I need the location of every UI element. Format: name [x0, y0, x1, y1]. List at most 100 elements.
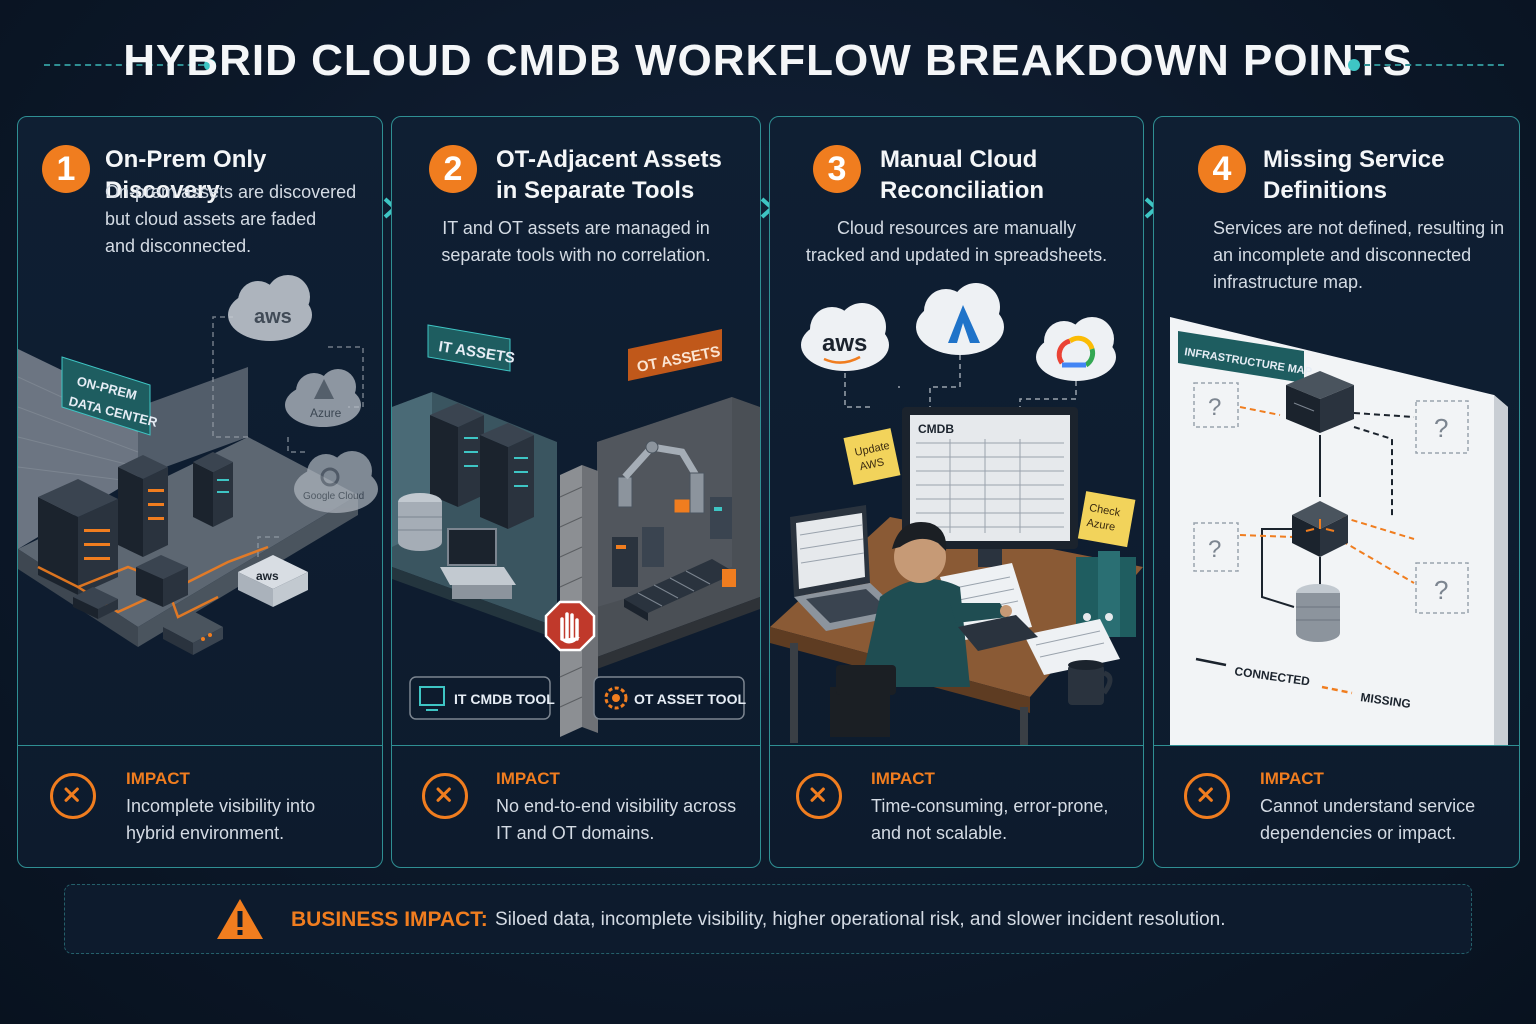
error-x-icon [50, 773, 96, 819]
device-aws-label: aws [256, 569, 279, 583]
sticky-note-line: Azure [1086, 517, 1116, 534]
google-cloud-label: Google Cloud [303, 491, 364, 502]
sticky-note-line: AWS [859, 456, 886, 473]
description-line: an incomplete and disconnected [1213, 245, 1472, 265]
aws-cloud-label: aws [254, 306, 292, 328]
ot-asset-tool-badge: OT ASSET TOOL [593, 676, 746, 720]
server-node-icon [1286, 371, 1354, 433]
panel-description: On-prem assets are discovered but cloud … [105, 179, 356, 260]
impact-line: Incomplete visibility into [126, 796, 316, 816]
azure-cloud-icon [916, 283, 1004, 355]
business-impact-label: BUSINESS IMPACT: [291, 908, 488, 931]
impact-label: IMPACT [871, 769, 935, 788]
impact-text: Time-consuming, error-prone, and not sca… [871, 793, 1108, 847]
robot-arm-icon [617, 440, 705, 514]
panel-description: Services are not defined, resulting in a… [1213, 215, 1504, 296]
panel-title-line: On-Prem Only Discovery [105, 146, 267, 204]
panel-description: Cloud resources are manually tracked and… [770, 215, 1143, 269]
unknown-node-icon: ? [1415, 562, 1469, 614]
page-title: HYBRID CLOUD CMDB WORKFLOW BREAKDOWN POI… [123, 36, 1413, 85]
impact-line: hybrid environment. [126, 823, 285, 843]
impact-text: Incomplete visibility into hybrid enviro… [126, 793, 315, 847]
network-device-icon [73, 587, 118, 619]
panel-title-line: Manual Cloud [880, 146, 1038, 173]
legend-missing-label: MISSING [1360, 690, 1412, 711]
error-x-icon [796, 773, 842, 819]
panel-title: OT-Adjacent Assets in Separate Tools [496, 144, 722, 206]
unknown-node-mark: ? [1434, 575, 1448, 605]
control-cabinet-icon [612, 497, 732, 587]
step-number-badge: 2 [429, 145, 477, 193]
description-line: On-prem assets are discovered [105, 182, 357, 202]
description-line: Cloud resources are manually [836, 218, 1077, 238]
warning-icon [217, 899, 263, 939]
unknown-node-mark: ? [1208, 536, 1221, 563]
impact-line: and not scalable. [871, 823, 1008, 843]
panel-missing-service-definitions: 4 Missing Service Definitions Services a… [1153, 116, 1520, 868]
description-line: infrastructure map. [1213, 272, 1364, 292]
sticky-note-line: Check [1088, 502, 1121, 519]
azure-cloud-label: Azure [310, 406, 342, 420]
description-line: but cloud assets are faded [105, 209, 317, 229]
description-line: Services are not defined, resulting in [1213, 218, 1505, 238]
title-dot-right [1348, 59, 1360, 71]
impact-line: No end-to-end visibility across [496, 796, 737, 816]
panel-title-line: OT-Adjacent Assets [496, 146, 722, 173]
unknown-node-icon: ? [1193, 522, 1239, 572]
impact-label: IMPACT [1260, 769, 1324, 788]
it-cmdb-tool-badge: IT CMDB TOOL [409, 676, 555, 720]
sticky-note-update-aws: Update AWS [843, 428, 901, 486]
manual-reconciliation-illustration: aws CMD [770, 283, 1143, 745]
ot-assets-tag: OT ASSETS [628, 329, 722, 381]
conveyor-belt-icon [624, 559, 736, 621]
impact-line: IT and OT domains. [496, 823, 655, 843]
aws-cloud-icon: aws [801, 303, 889, 371]
aws-cloud-label: aws [822, 330, 867, 357]
database-node-icon [1296, 584, 1340, 642]
it-cmdb-tool-label: IT CMDB TOOL [454, 691, 555, 707]
person-working-icon [830, 522, 1012, 737]
panel-title-line: Missing Service [1263, 146, 1445, 173]
server-rack-icon [430, 403, 484, 507]
monitor-cmdb-icon: CMDB [902, 407, 1078, 567]
server-rack-icon [480, 423, 534, 529]
panel-divider [392, 745, 760, 746]
title-dot-left [204, 59, 216, 71]
description-line: separate tools with no correlation. [441, 245, 711, 265]
header: HYBRID CLOUD CMDB WORKFLOW BREAKDOWN POI… [0, 28, 1536, 92]
impact-line: Time-consuming, error-prone, [871, 796, 1109, 816]
keyboard-icon [958, 615, 1038, 651]
title-divider-right [1364, 64, 1504, 66]
workstation-icon [440, 528, 516, 599]
database-icon [398, 493, 442, 551]
azure-cloud-icon: Azure [285, 369, 361, 427]
server-box-icon [136, 555, 188, 607]
panel-divider [770, 745, 1143, 746]
unknown-node-mark: ? [1208, 394, 1221, 421]
panel-description: IT and OT assets are managed in separate… [392, 215, 760, 269]
panel-divider [18, 745, 382, 746]
network-switch-icon [1292, 501, 1348, 557]
panel-title-line: in Separate Tools [496, 177, 695, 204]
error-x-icon [1184, 773, 1230, 819]
impact-text: Cannot understand service dependencies o… [1260, 793, 1475, 847]
binders-icon [1076, 551, 1136, 637]
step-number-badge: 1 [42, 145, 90, 193]
unknown-node-icon: ? [1415, 400, 1469, 454]
it-assets-tag: IT ASSETS [427, 324, 516, 372]
server-rack-icon [193, 452, 233, 527]
panel-manual-reconciliation: 3 Manual Cloud Reconciliation Cloud reso… [769, 116, 1144, 868]
infrastructure-map-illustration: INFRASTRUCTURE MAP [1170, 317, 1508, 745]
step-number-badge: 4 [1198, 145, 1246, 193]
panel-title: Missing Service Definitions [1263, 144, 1444, 206]
google-cloud-icon [1036, 317, 1116, 381]
panel-title-line: Reconciliation [880, 177, 1045, 204]
panel-title: Manual Cloud Reconciliation [880, 144, 1044, 206]
network-device-icon [163, 611, 223, 655]
aws-cloud-icon: aws [228, 275, 312, 341]
impact-line: Cannot understand service [1260, 796, 1476, 816]
cloud-gateway-appliance-icon: aws [238, 555, 308, 607]
panel-title: On-Prem Only Discovery [105, 144, 382, 206]
server-rack-icon [38, 479, 118, 595]
monitor-cmdb-label: CMDB [918, 422, 954, 436]
